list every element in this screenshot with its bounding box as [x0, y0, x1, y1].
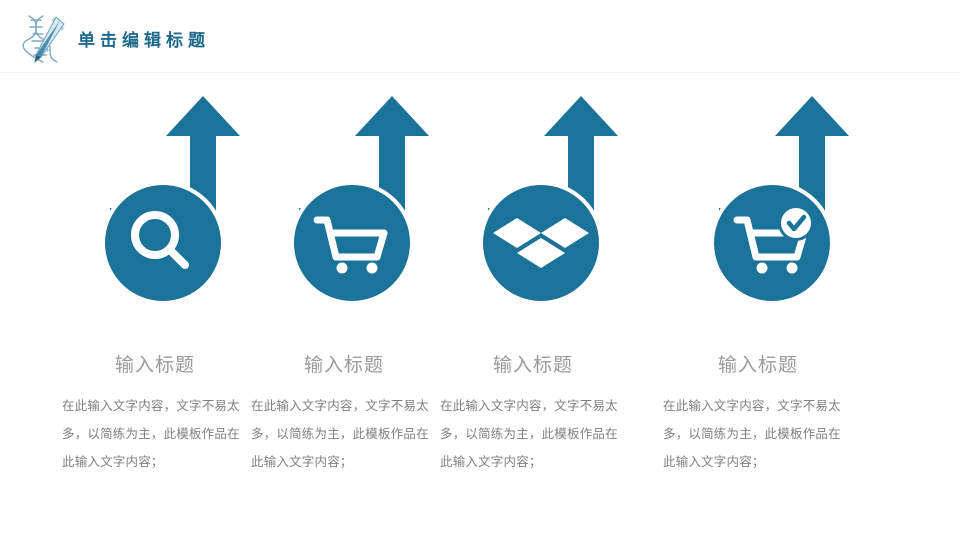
column-title: 输入标题 — [492, 355, 573, 376]
up-arrow-hook-icon — [48, 96, 262, 344]
dropbox-icon — [493, 218, 589, 268]
page-title: 单击编辑标题 — [78, 31, 210, 50]
column-title: 输入标题 — [303, 355, 384, 376]
column-4[interactable]: 输入标题 在此输入文字内容，文字不易太多，以简练为主，此模板作品在此输入文字内容… — [657, 96, 871, 496]
column-body: 在此输入文字内容，文字不易太多，以简练为主，此模板作品在此输入文字内容； — [251, 399, 429, 469]
dna-pen-logo-icon — [16, 10, 72, 68]
up-arrow-hook-icon — [657, 96, 871, 344]
up-arrow-hook-icon — [237, 96, 451, 344]
column-title: 输入标题 — [717, 355, 798, 376]
search-icon — [131, 211, 189, 269]
column-1[interactable]: 输入标题 在此输入文字内容，文字不易太多，以简练为主，此模板作品在此输入文字内容… — [48, 96, 262, 496]
up-arrow-hook-icon — [426, 96, 640, 344]
header-divider — [0, 72, 960, 73]
slide-header: 单击编辑标题 — [0, 0, 960, 73]
column-3[interactable]: 输入标题 在此输入文字内容，文字不易太多，以简练为主，此模板作品在此输入文字内容… — [426, 96, 640, 496]
content-columns: 输入标题 在此输入文字内容，文字不易太多，以简练为主，此模板作品在此输入文字内容… — [0, 96, 960, 496]
column-body: 在此输入文字内容，文字不易太多，以简练为主，此模板作品在此输入文字内容； — [663, 399, 841, 469]
column-body: 在此输入文字内容，文字不易太多，以简练为主，此模板作品在此输入文字内容； — [440, 399, 618, 469]
shopping-cart-icon — [313, 216, 388, 274]
column-2[interactable]: 输入标题 在此输入文字内容，文字不易太多，以简练为主，此模板作品在此输入文字内容… — [237, 96, 451, 496]
column-body: 在此输入文字内容，文字不易太多，以简练为主，此模板作品在此输入文字内容； — [62, 399, 240, 469]
column-title: 输入标题 — [114, 355, 195, 376]
cart-check-icon — [733, 205, 814, 274]
